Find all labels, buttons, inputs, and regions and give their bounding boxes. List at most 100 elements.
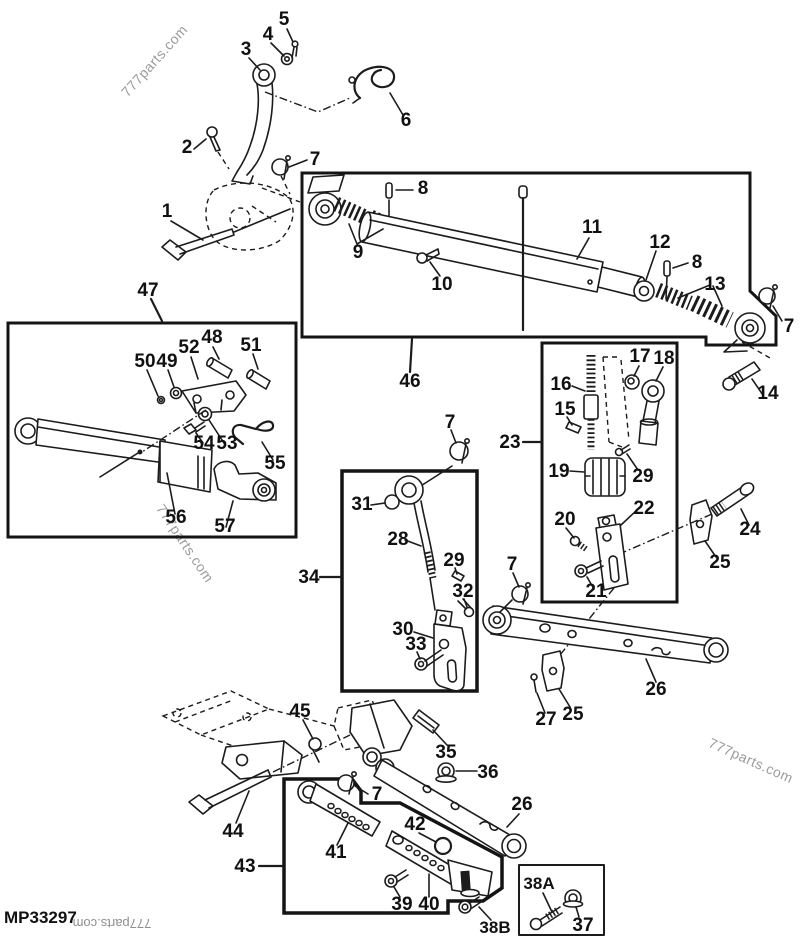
- callout-51: 51: [240, 335, 262, 356]
- callout-12: 12: [649, 232, 670, 253]
- callout-38A-leader: [542, 892, 553, 913]
- callout-26a: 26: [645, 679, 666, 700]
- callout-29a: 29: [443, 550, 464, 571]
- part-12-nut: [633, 280, 655, 302]
- callout-50: 50: [134, 351, 155, 372]
- part-42-hole-highlight: [433, 836, 453, 856]
- callout-25a-leader: [704, 540, 717, 558]
- part-19-turnbuckle: [584, 457, 626, 497]
- part-25a-bracket: [689, 499, 713, 545]
- part-54-bolt: [183, 421, 206, 435]
- alternate-position-ghost: [602, 356, 630, 448]
- bolt24-assembly-axis: [623, 513, 713, 553]
- callout-22: 22: [633, 498, 654, 519]
- callout-7d: 7: [507, 554, 518, 575]
- callout-39: 39: [391, 894, 412, 915]
- callout-41: 41: [325, 842, 347, 863]
- part-11-center-link-tube: [358, 211, 646, 298]
- callout-5: 5: [279, 9, 290, 30]
- part-7c-lynch-pin-clip: [415, 437, 470, 490]
- detail-box-23: [540, 341, 679, 604]
- part-57-arm-end: [213, 460, 277, 502]
- callout-10: 10: [431, 274, 452, 295]
- part-37-flanged-nut: [562, 889, 584, 908]
- part-1-handle-pin: [161, 208, 291, 261]
- part-38A-bolt: [529, 906, 563, 931]
- callout-6: 6: [401, 110, 412, 131]
- callout-20: 20: [554, 509, 575, 530]
- box47-leader-lines: [146, 297, 274, 528]
- part-41-extension-arm: [297, 780, 381, 837]
- callout-4: 4: [263, 24, 274, 45]
- callout-8a: 8: [418, 178, 429, 199]
- box23-leader-lines: [521, 365, 664, 590]
- callout-24: 24: [739, 519, 761, 540]
- part-56-draft-arm: [14, 417, 213, 493]
- callout-55: 55: [264, 453, 286, 474]
- callout-18: 18: [653, 348, 674, 369]
- document-code: MP33297: [4, 908, 77, 927]
- callout-23: 23: [499, 432, 520, 453]
- part-8b-pin: [663, 260, 671, 300]
- detail-box-34: [340, 469, 479, 693]
- callout-57: 57: [214, 516, 235, 537]
- callout-26b: 26: [511, 794, 532, 815]
- callout-33: 33: [405, 634, 426, 655]
- part-38B-screw: [458, 896, 482, 914]
- part-26a-draft-arm: [482, 605, 729, 664]
- callout-38B: 38B: [479, 918, 510, 937]
- callout-43: 43: [234, 856, 255, 877]
- callout-48: 48: [201, 327, 222, 348]
- callout-7e: 7: [372, 784, 383, 805]
- part-top-link-ball-end-left: [307, 174, 345, 226]
- part-48-pin: [206, 357, 233, 379]
- callout-25b: 25: [562, 704, 584, 725]
- part-35-spring-pin: [412, 709, 440, 734]
- part-18-eye-end: [638, 379, 665, 446]
- watermark-top-left: 777parts.com: [118, 22, 191, 100]
- part-2-bolt: [206, 126, 221, 152]
- callout-47: 47: [137, 280, 158, 301]
- callout-54: 54: [193, 433, 215, 454]
- callout-29b: 29: [632, 466, 653, 487]
- part-13-springs: [655, 283, 734, 328]
- callout-11: 11: [582, 217, 603, 238]
- callout-25a: 25: [709, 552, 731, 573]
- callout-49: 49: [156, 351, 177, 372]
- box34-leader-lines: [318, 429, 468, 660]
- part-49-washer: [169, 386, 183, 400]
- part-26b-draft-arm: [373, 759, 527, 859]
- callout-36: 36: [477, 762, 498, 783]
- callout-53: 53: [216, 433, 237, 454]
- part-16-threaded-rod: [583, 355, 599, 450]
- callout-7c: 7: [445, 412, 456, 433]
- part-7e-lynch-pin-clip: [337, 770, 357, 795]
- callout-45: 45: [289, 701, 311, 722]
- callout-38A: 38A: [523, 874, 554, 893]
- callout-32: 32: [452, 581, 473, 602]
- callout-16: 16: [550, 374, 571, 395]
- callout-52: 52: [178, 337, 199, 358]
- part-44-pivot-pin: [188, 734, 351, 815]
- callout-30: 30: [392, 619, 413, 640]
- part-15-pin: [565, 421, 582, 434]
- part-32-bolt: [457, 598, 475, 618]
- part-14-pin: [722, 341, 771, 391]
- detail-box-46: [300, 171, 778, 347]
- watermark-bottom-left: 777parts.com: [73, 916, 152, 931]
- part-top-link-ball-end-right: [723, 312, 766, 353]
- callout-46: 46: [399, 371, 420, 392]
- callout-37-leader: [575, 906, 580, 918]
- reference-rod: [518, 185, 528, 332]
- box46-leader-lines: [348, 189, 783, 396]
- part-27-pin: [530, 673, 538, 693]
- part-33-bolt: [414, 649, 444, 671]
- callout-15: 15: [554, 399, 576, 420]
- part-24-bolt: [710, 482, 755, 517]
- part-17-nut: [624, 374, 640, 390]
- part-55-spring-clip: [231, 420, 275, 446]
- callout-56: 56: [165, 507, 186, 528]
- part-25b-bracket: [541, 650, 565, 692]
- part-7d-lynch-pin-clip: [499, 581, 531, 613]
